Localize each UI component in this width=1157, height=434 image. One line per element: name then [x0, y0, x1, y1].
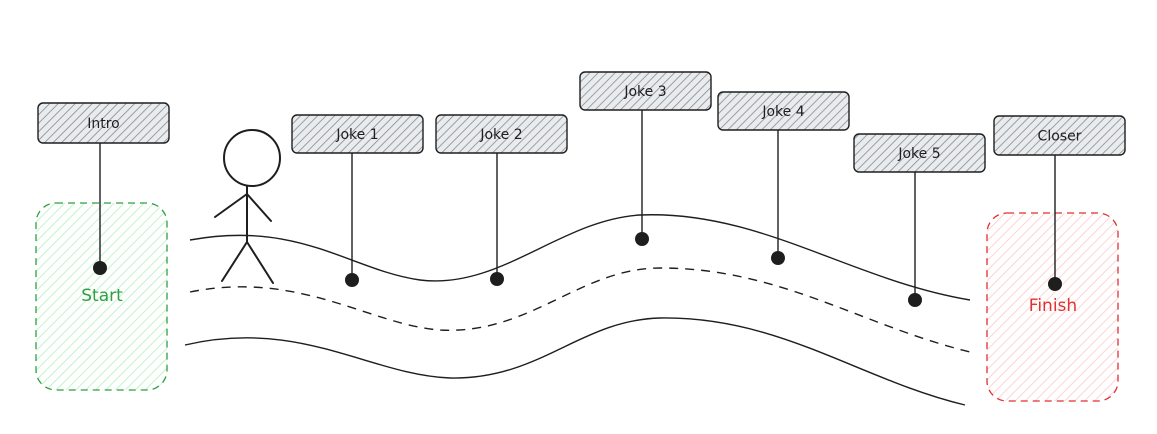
start-zone: Start: [35, 202, 168, 391]
signpost-label: Joke 3: [623, 84, 666, 100]
signpost-joke-4: Joke 4: [717, 91, 850, 265]
signpost-pin: [908, 293, 922, 307]
signpost-joke-3: Joke 3: [579, 71, 712, 246]
start-label: Start: [81, 286, 123, 306]
signpost-pin: [93, 261, 107, 275]
signpost-joke-1: Joke 1: [291, 114, 424, 287]
road-bottom-edge: [184, 317, 966, 406]
signpost-pin: [1048, 277, 1062, 291]
signpost-board: [291, 114, 424, 154]
signpost-board: [579, 71, 712, 111]
signpost-pin: [635, 232, 649, 246]
signpost-pin: [490, 272, 504, 286]
signpost-pin: [771, 251, 785, 265]
stick-figure-leg-left: [221, 241, 248, 282]
start-zone-box: [35, 202, 168, 391]
stick-figure-head: [223, 129, 281, 187]
finish-zone: Finish: [986, 212, 1119, 402]
signpost-board: [853, 133, 986, 173]
signpost-pin: [345, 273, 359, 287]
stick-figure-arm-left: [214, 193, 248, 218]
signpost-intro: Intro: [37, 102, 170, 275]
signpost-closer: Closer: [993, 115, 1126, 291]
signpost-board: [993, 115, 1126, 156]
signpost-board: [37, 102, 170, 144]
stick-figure-leg-right: [246, 241, 274, 284]
road-top-edge: [189, 214, 971, 301]
road: [184, 214, 971, 406]
stick-figure-arm-right: [246, 193, 272, 222]
road-center-line: [189, 267, 971, 353]
signpost-label: Joke 1: [335, 127, 378, 143]
signpost-board: [435, 114, 568, 154]
signpost-joke-5: Joke 5: [853, 133, 986, 307]
signpost-label: Joke 5: [897, 146, 940, 162]
signpost-label: Joke 4: [761, 104, 804, 120]
finish-zone-box: [986, 212, 1119, 402]
signpost-label: Intro: [87, 116, 120, 132]
signpost-joke-2: Joke 2: [435, 114, 568, 286]
stick-figure-comedian: [214, 129, 281, 284]
signpost-board: [717, 91, 850, 131]
finish-label: Finish: [1029, 296, 1077, 316]
signpost-label: Closer: [1038, 129, 1082, 145]
signpost-label: Joke 2: [479, 127, 522, 143]
